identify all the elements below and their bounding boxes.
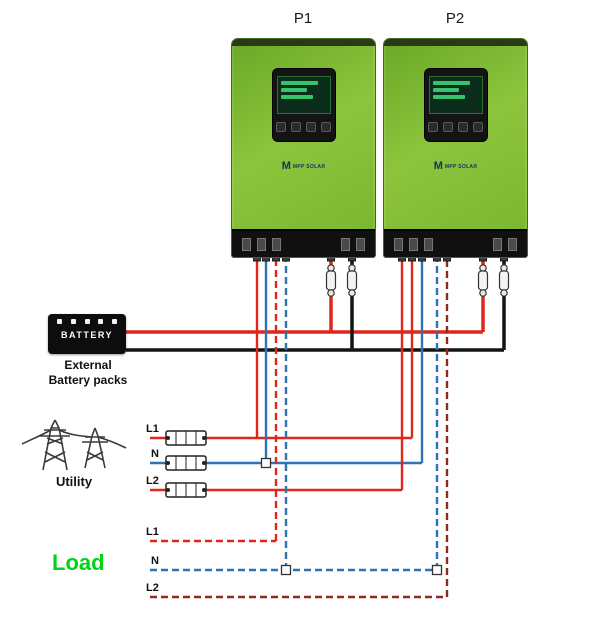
inverter-button	[291, 122, 301, 132]
load-line-l2-label: L2	[146, 582, 159, 594]
junction-icon	[260, 457, 443, 576]
battery-caption-line1: External	[64, 358, 112, 372]
utility-label: Utility	[55, 474, 93, 489]
brand-logo-mark: M	[281, 160, 291, 172]
utility-l1-wire	[150, 260, 414, 440]
utility-n-wire	[150, 260, 424, 465]
inverter-lcd-panel	[424, 69, 487, 141]
utility-line-l2-label: L2	[146, 475, 159, 487]
terminal	[409, 237, 418, 251]
inverter-button	[458, 122, 468, 132]
brand-logo-text: MPP SOLAR	[444, 163, 478, 170]
terminal	[257, 237, 266, 251]
inverter-terminal-band	[384, 229, 527, 257]
fuse-icon	[325, 264, 510, 297]
battery-icon: BATTERY	[48, 314, 126, 354]
inverter-button	[276, 122, 286, 132]
inverter-terminal-band	[232, 229, 375, 257]
brand-logo: M MPP SOLAR	[282, 161, 326, 172]
inverter-lcd-screen	[428, 76, 483, 114]
utility-towers-icon	[21, 419, 127, 471]
battery-positive-wire	[126, 260, 485, 334]
battery-negative-wire	[126, 260, 506, 352]
battery-caption-line2: Battery packs	[48, 373, 128, 387]
utility-l2-wire	[150, 260, 404, 492]
utility-line-l1-label: L1	[146, 423, 159, 435]
terminal	[508, 237, 517, 251]
inverter-lcd-panel	[272, 69, 335, 141]
utility-line-n-label: N	[151, 448, 159, 460]
terminal	[356, 237, 365, 251]
load-l2-wire	[150, 260, 449, 599]
terminal	[272, 237, 281, 251]
brand-logo-mark: M	[433, 160, 443, 172]
inverter-button	[306, 122, 316, 132]
battery-caption: External Battery packs	[28, 358, 148, 388]
terminal	[394, 237, 403, 251]
inverter-top-trim	[384, 39, 527, 46]
brand-logo-text: MPP SOLAR	[292, 163, 326, 170]
inverter-p1: M MPP SOLAR	[231, 38, 376, 258]
inverter-p2-label: P2	[445, 10, 465, 27]
inverter-button	[428, 122, 438, 132]
terminal	[424, 237, 433, 251]
inverter-button	[321, 122, 331, 132]
brand-logo: M MPP SOLAR	[434, 161, 478, 172]
inverter-button	[443, 122, 453, 132]
load-label: Load	[52, 550, 105, 575]
inverter-top-trim	[232, 39, 375, 46]
inverter-button-row	[273, 122, 335, 132]
inverter-p2: M MPP SOLAR	[383, 38, 528, 258]
battery-label: BATTERY	[61, 330, 113, 340]
battery-cell-caps	[48, 314, 126, 324]
inverter-lcd-screen	[276, 76, 331, 114]
terminal	[341, 237, 350, 251]
inverter-button-row	[425, 122, 487, 132]
load-n-wire	[150, 260, 439, 572]
load-l1-wire	[150, 260, 278, 543]
load-line-n-label: N	[151, 555, 159, 567]
inverter-button	[473, 122, 483, 132]
load-line-l1-label: L1	[146, 526, 159, 538]
inverter-p1-label: P1	[293, 10, 313, 27]
breaker-icon	[165, 430, 207, 498]
terminal	[242, 237, 251, 251]
terminal	[493, 237, 502, 251]
